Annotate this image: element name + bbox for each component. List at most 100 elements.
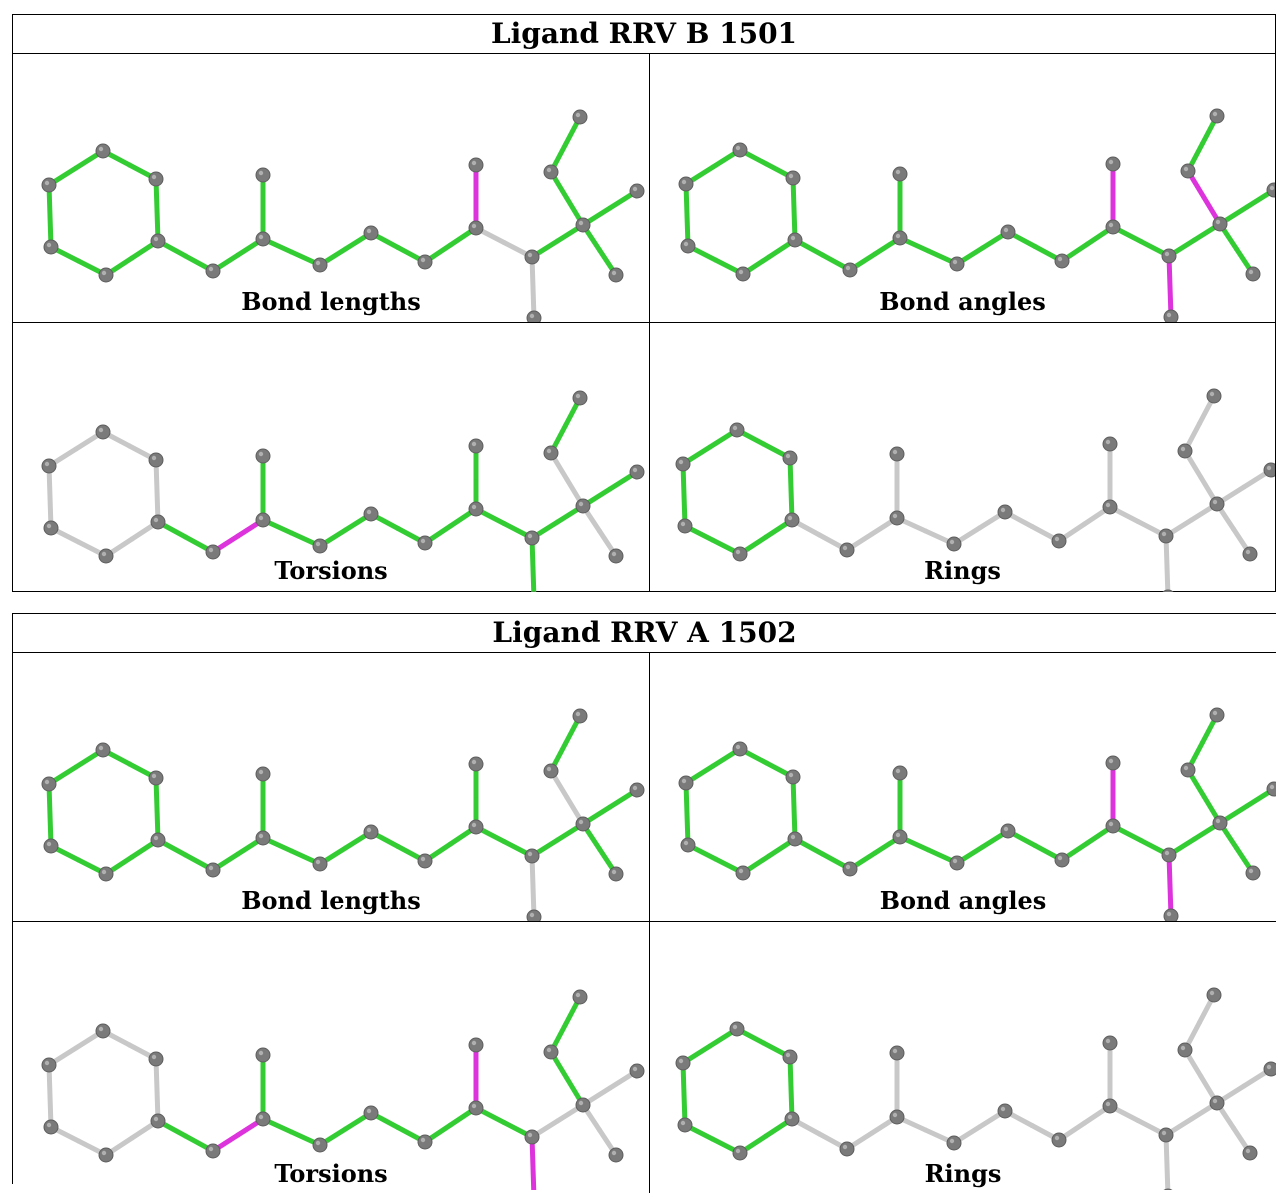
atom bbox=[629, 464, 645, 480]
atom-highlight bbox=[1166, 911, 1172, 917]
atom-highlight bbox=[208, 266, 214, 272]
atom-highlight bbox=[546, 1047, 552, 1053]
atom bbox=[1177, 443, 1193, 459]
atom-highlight bbox=[98, 427, 104, 433]
atom-highlight bbox=[1003, 826, 1009, 832]
atom bbox=[1000, 823, 1016, 839]
atom bbox=[732, 741, 748, 757]
atom-highlight bbox=[366, 509, 372, 515]
atom bbox=[575, 217, 591, 233]
atom-highlight bbox=[732, 1024, 738, 1030]
atom-highlight bbox=[845, 265, 851, 271]
atom-highlight bbox=[153, 1116, 159, 1122]
atom bbox=[43, 239, 59, 255]
atom bbox=[680, 238, 696, 254]
molecule-diagram bbox=[41, 109, 645, 322]
atom bbox=[1105, 818, 1121, 834]
atom bbox=[148, 1051, 164, 1067]
atom-highlight bbox=[578, 819, 584, 825]
atom-highlight bbox=[787, 515, 793, 521]
atom-highlight bbox=[471, 1040, 477, 1046]
atom bbox=[572, 390, 588, 406]
atom bbox=[255, 512, 271, 528]
atom-highlight bbox=[1108, 159, 1114, 165]
atom bbox=[729, 422, 745, 438]
atom-highlight bbox=[44, 779, 50, 785]
atom-highlight bbox=[529, 912, 535, 918]
atom bbox=[1245, 865, 1261, 881]
atom-highlight bbox=[949, 1138, 955, 1144]
atom bbox=[787, 232, 803, 248]
atom bbox=[892, 829, 908, 845]
panel-divider-horizontal bbox=[13, 322, 1275, 323]
atom-highlight bbox=[632, 785, 638, 791]
atom-highlight bbox=[151, 455, 157, 461]
atom-highlight bbox=[785, 1052, 791, 1058]
atom-highlight bbox=[208, 547, 214, 553]
atom bbox=[468, 220, 484, 236]
panel-bond-angles: Bond angles bbox=[650, 54, 1275, 322]
atom-highlight bbox=[258, 833, 264, 839]
atom bbox=[468, 756, 484, 772]
atom-highlight bbox=[208, 1146, 214, 1152]
atom bbox=[892, 765, 908, 781]
atom bbox=[148, 452, 164, 468]
atom bbox=[1209, 1095, 1225, 1111]
atom-highlight bbox=[681, 179, 687, 185]
atom bbox=[892, 230, 908, 246]
atom-highlight bbox=[1248, 269, 1254, 275]
atom-highlight bbox=[787, 1114, 793, 1120]
atom bbox=[678, 775, 694, 791]
atom bbox=[842, 262, 858, 278]
panel-torsions: Torsions bbox=[13, 922, 649, 1190]
atom bbox=[680, 837, 696, 853]
atom-highlight bbox=[578, 1100, 584, 1106]
atom bbox=[997, 1103, 1013, 1119]
atom-highlight bbox=[1266, 1064, 1272, 1070]
atom-highlight bbox=[611, 270, 617, 276]
atom bbox=[150, 1113, 166, 1129]
atom-highlight bbox=[1209, 391, 1215, 397]
atom-highlight bbox=[46, 1122, 52, 1128]
atom bbox=[1102, 1035, 1118, 1051]
atom-highlight bbox=[678, 1058, 684, 1064]
atom bbox=[41, 177, 57, 193]
atom-highlight bbox=[315, 260, 321, 266]
atom bbox=[1102, 1098, 1118, 1114]
atom-highlight bbox=[845, 864, 851, 870]
atom bbox=[98, 267, 114, 283]
atom bbox=[95, 742, 111, 758]
atom-highlight bbox=[527, 252, 533, 258]
panel-bond-lengths: Bond lengths bbox=[13, 653, 649, 921]
atom bbox=[543, 164, 559, 180]
atom-highlight bbox=[471, 441, 477, 447]
atom-highlight bbox=[46, 242, 52, 248]
atom-highlight bbox=[1000, 507, 1006, 513]
atom bbox=[524, 848, 540, 864]
atom-highlight bbox=[790, 834, 796, 840]
atom bbox=[946, 536, 962, 552]
atom bbox=[98, 866, 114, 882]
atom bbox=[1212, 815, 1228, 831]
panel-caption: Bond lengths bbox=[241, 886, 421, 915]
atom bbox=[735, 865, 751, 881]
atom bbox=[1209, 496, 1225, 512]
atom-highlight bbox=[895, 233, 901, 239]
atom-highlight bbox=[1245, 1148, 1251, 1154]
atom-highlight bbox=[1105, 1101, 1111, 1107]
atom-highlight bbox=[151, 773, 157, 779]
atom-highlight bbox=[471, 822, 477, 828]
atom-highlight bbox=[258, 1114, 264, 1120]
atom bbox=[889, 510, 905, 526]
atom-highlight bbox=[420, 856, 426, 862]
atom-highlight bbox=[258, 170, 264, 176]
atom-highlight bbox=[366, 228, 372, 234]
atom bbox=[839, 1141, 855, 1157]
ligand-title: Ligand RRV A 1502 bbox=[13, 614, 1276, 653]
atom-highlight bbox=[258, 1050, 264, 1056]
atom-highlight bbox=[1269, 185, 1275, 191]
atom-highlight bbox=[1161, 531, 1167, 537]
atom bbox=[205, 1143, 221, 1159]
atom bbox=[787, 831, 803, 847]
atom-highlight bbox=[546, 766, 552, 772]
